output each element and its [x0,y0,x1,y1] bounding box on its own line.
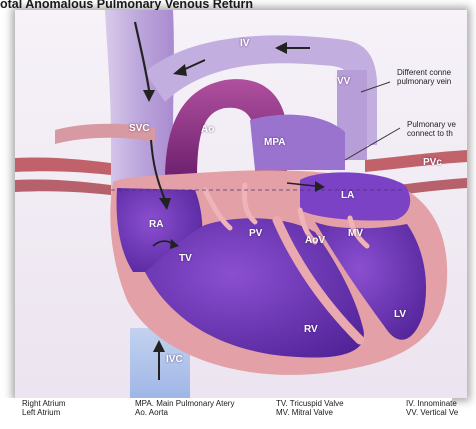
label-tv: TV [179,253,192,264]
legend-col-3: TV. Tricuspid Valve MV. Mitral Valve [276,399,344,417]
label-ao: Ao [201,124,214,135]
label-mv: MV [348,228,363,239]
legend-col-1: Right Atrium Left Atrium [22,399,66,417]
callout-different-line2: pulmonary vein [397,77,451,86]
label-lv: LV [394,309,406,320]
callout-pulmonary-line2: connect to th [407,129,456,138]
callout-pulmonary: Pulmonary ve connect to th [407,120,456,138]
label-aov: AoV [305,235,325,246]
callout-different: Different conne pulmonary vein [397,68,451,86]
legend-item: MPA. Main Pulmonary Atery [135,399,234,408]
legend-col-2: MPA. Main Pulmonary Atery Ao. Aorta [135,399,234,417]
legend-item: IV. Innominate [406,399,458,408]
label-mpa: MPA [264,137,285,148]
label-rv: RV [304,324,318,335]
label-ra: RA [149,219,163,230]
callout-pulmonary-line1: Pulmonary ve [407,120,456,129]
legend-item: VV. Vertical Ve [406,408,458,417]
legend-item: TV. Tricuspid Valve [276,399,344,408]
legend-item: Ao. Aorta [135,408,234,417]
legend-col-4: IV. Innominate VV. Vertical Ve [406,399,458,417]
heart-illustration: IV VV SVC Ao MPA LA PVc RA PV AoV MV TV … [15,10,467,398]
label-ivc: IVC [166,354,183,365]
abbreviation-legend: Right Atrium Left Atrium MPA. Main Pulmo… [0,398,452,420]
legend-item: Left Atrium [22,408,66,417]
label-iv: IV [240,38,249,49]
legend-item: Right Atrium [22,399,66,408]
label-pvc: PVc [423,157,442,168]
label-la: LA [341,190,354,201]
legend-item: MV. Mitral Valve [276,408,344,417]
label-vv: VV [337,76,350,87]
label-pv: PV [249,228,262,239]
label-svc: SVC [129,123,150,134]
callout-different-line1: Different conne [397,68,451,77]
